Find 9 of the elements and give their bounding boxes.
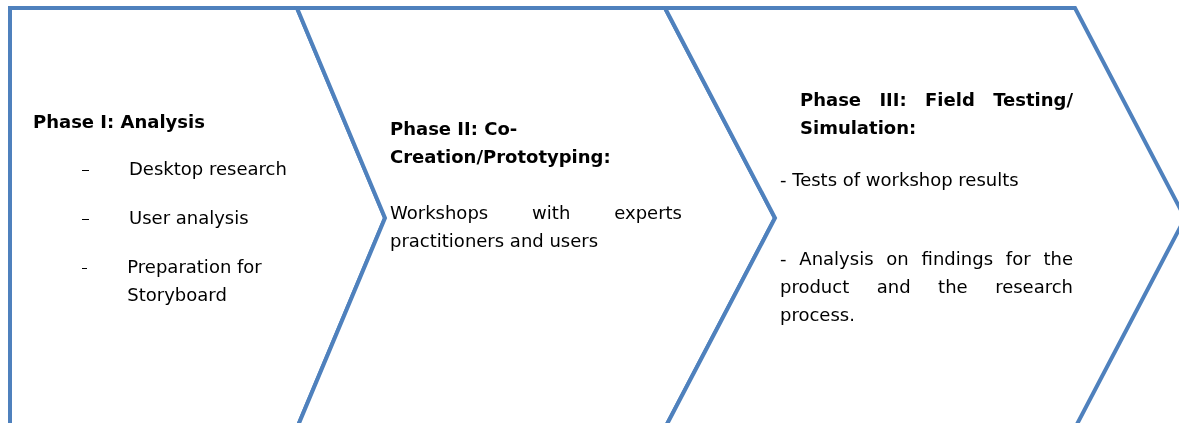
bullet-text: Desktop research bbox=[129, 157, 287, 181]
phase-heading: Phase III: Field Testing/ Simulation: bbox=[800, 88, 1073, 140]
body-text: Workshops with experts practitioners and users bbox=[390, 201, 682, 253]
body-text: - Analysis on findings for the product and the research process. bbox=[780, 247, 1073, 327]
bullet-text: User analysis bbox=[129, 206, 249, 230]
bullet-text: Preparation for Storyboard bbox=[127, 255, 263, 307]
phase-heading: Phase I: Analysis bbox=[33, 110, 206, 134]
phase-heading: Phase II: Co-Creation/Prototyping: bbox=[390, 117, 612, 169]
body-text: - Tests of workshop results bbox=[780, 168, 1020, 192]
